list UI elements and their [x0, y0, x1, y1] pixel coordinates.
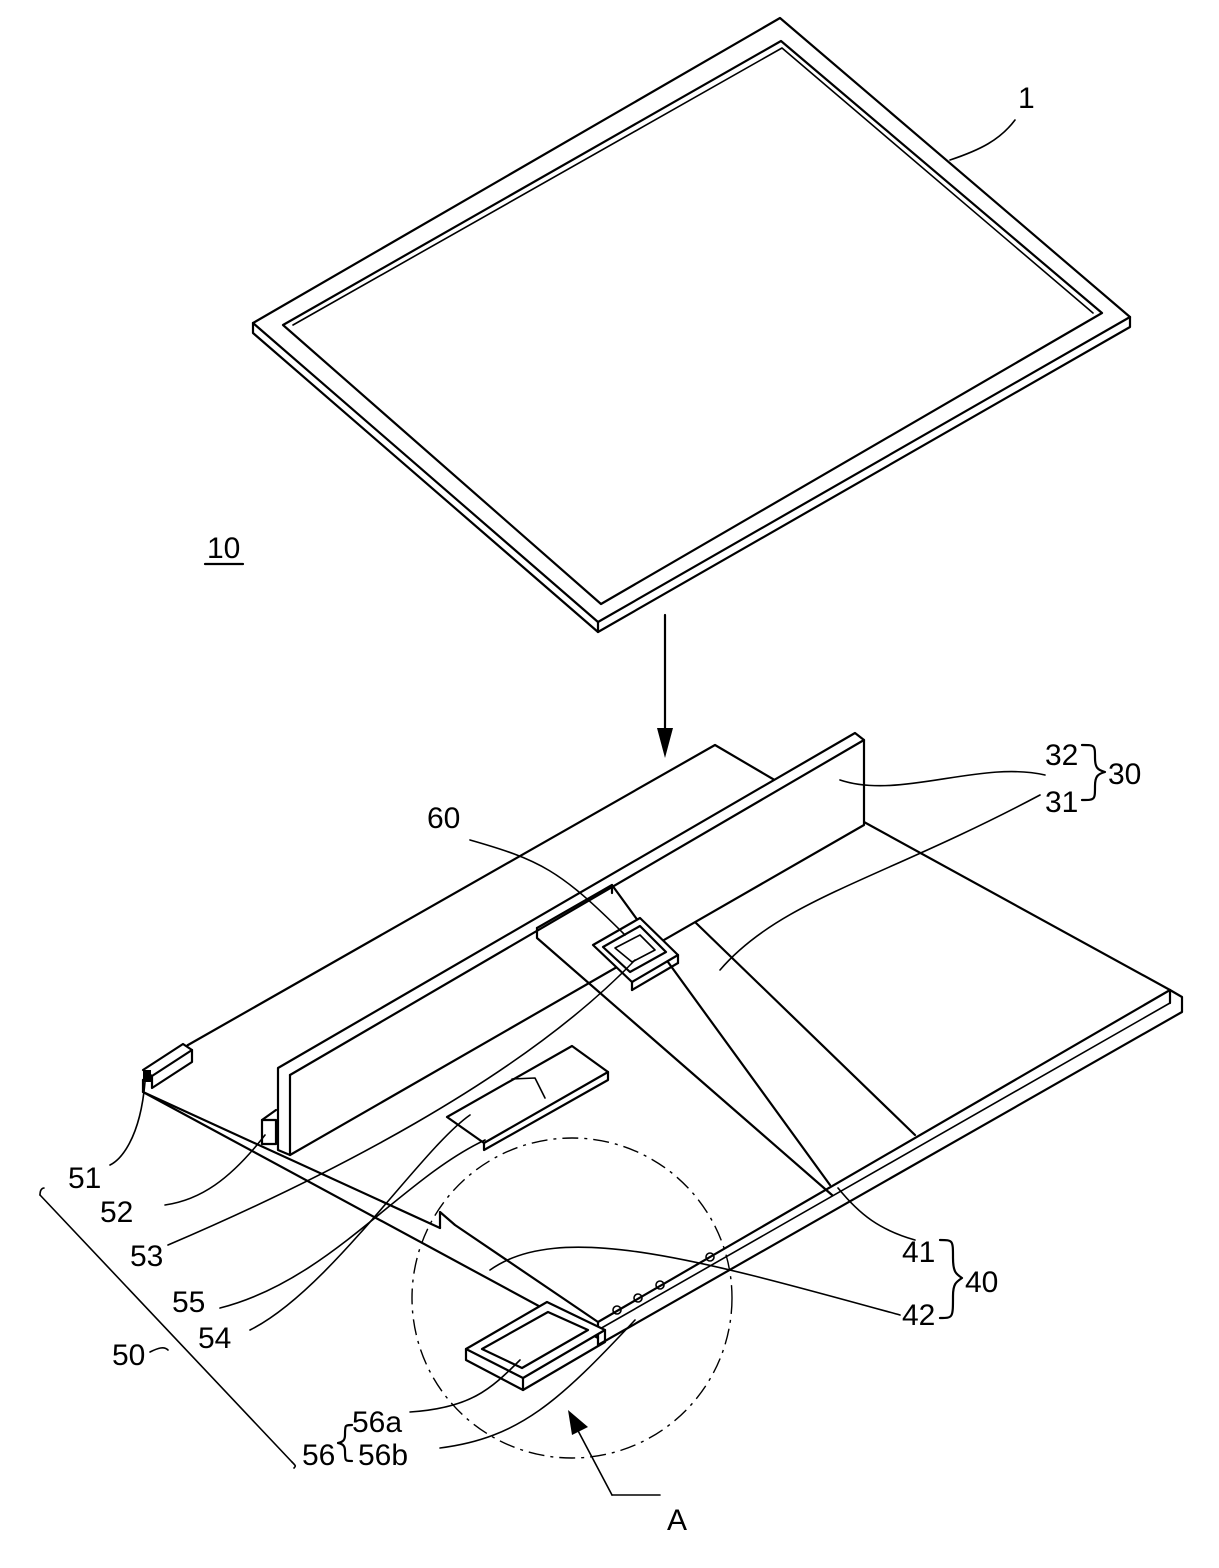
label-assembly: 10 — [207, 532, 240, 565]
part-52-connector — [262, 1110, 276, 1144]
label-part-55: 55 — [172, 1286, 205, 1319]
circuit-board-53-55 — [447, 1046, 608, 1150]
label-part-56a: 56a — [352, 1406, 402, 1439]
brace-30 — [1082, 745, 1105, 800]
label-frame-bottom: 31 — [1045, 786, 1078, 819]
label-part-52: 52 — [100, 1196, 133, 1229]
bottom-frame — [143, 745, 1182, 1345]
label-part-51: 51 — [68, 1162, 101, 1195]
label-frame: 30 — [1108, 758, 1141, 791]
label-guide: 40 — [965, 1266, 998, 1299]
label-part-53: 53 — [130, 1240, 163, 1273]
label-display-panel: 1 — [1018, 82, 1035, 115]
label-part-56: 56 — [302, 1439, 335, 1472]
label-guide-second: 42 — [902, 1299, 935, 1332]
brace-40 — [940, 1240, 962, 1318]
label-part-54: 54 — [198, 1322, 231, 1355]
label-detail-view: A — [667, 1504, 687, 1537]
label-part-56b: 56b — [358, 1439, 408, 1472]
brace-56 — [338, 1425, 352, 1461]
display-panel — [253, 18, 1130, 632]
detail-circle-a — [412, 1138, 732, 1458]
label-circuit-group: 50 — [112, 1339, 145, 1372]
assembly-direction-arrow — [657, 615, 673, 758]
label-frame-side: 32 — [1045, 739, 1078, 772]
label-part-60: 60 — [427, 802, 460, 835]
part-56-tab — [440, 1212, 714, 1390]
label-guide-first: 41 — [902, 1236, 935, 1269]
part-51-block — [143, 1044, 192, 1088]
